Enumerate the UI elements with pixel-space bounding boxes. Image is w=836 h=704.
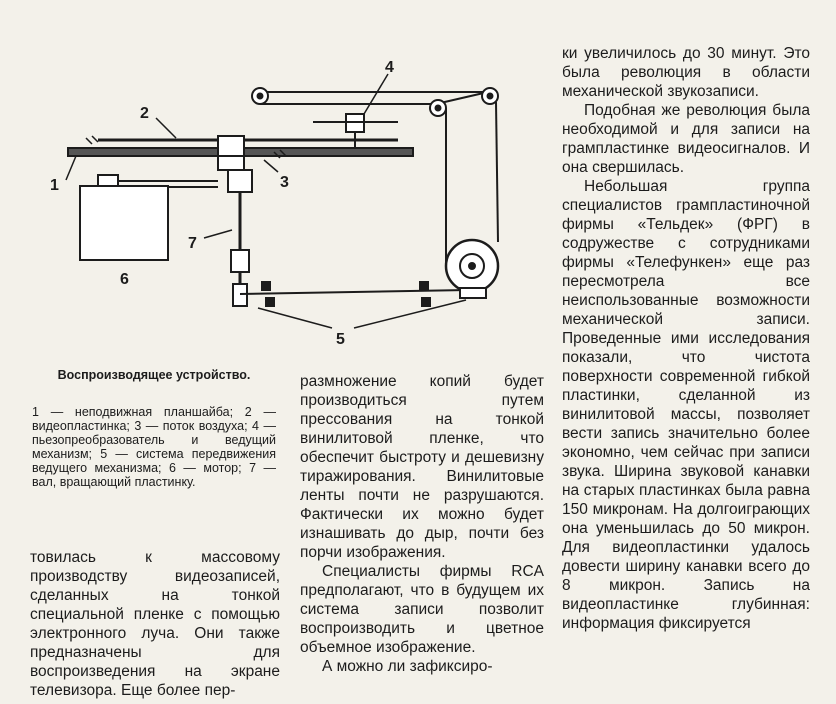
middle-text-column: размножение копий будет производиться пу… bbox=[300, 372, 544, 676]
spindle-hub bbox=[217, 135, 245, 171]
paragraph: ки увеличилось до 30 минут. Это была рев… bbox=[562, 45, 810, 100]
carriage-rail bbox=[239, 289, 469, 295]
label-7: 7 bbox=[188, 235, 197, 252]
paragraph: товилась к массовому производству видеоз… bbox=[30, 549, 280, 699]
label-3: 3 bbox=[280, 174, 289, 191]
motor bbox=[79, 185, 169, 261]
playback-device-diagram: 1 2 3 4 5 6 7 bbox=[50, 59, 500, 348]
paragraph: Небольшая группа специалистов грампласти… bbox=[562, 178, 810, 632]
label-2: 2 bbox=[140, 105, 149, 122]
paragraph: Специалисты фирмы RCA предполагают, что … bbox=[300, 563, 544, 656]
paragraph: размножение копий будет производиться пу… bbox=[300, 373, 544, 561]
label-5: 5 bbox=[336, 331, 345, 348]
paragraph: Подобная же революция была необходимой и… bbox=[562, 102, 810, 176]
label-1: 1 bbox=[50, 177, 59, 194]
figure-caption-title: Воспроизводящее устройство. bbox=[57, 368, 251, 382]
label-4: 4 bbox=[385, 59, 394, 76]
paragraph: А можно ли зафиксиро- bbox=[322, 658, 493, 675]
label-6: 6 bbox=[120, 271, 129, 288]
right-text-column: ки увеличилось до 30 минут. Это была рев… bbox=[562, 44, 810, 633]
left-text-column: товилась к массовому производству видеоз… bbox=[30, 548, 280, 700]
figure-caption-body: 1 — неподвижная планшайба; 2 — видеоплас… bbox=[32, 405, 276, 489]
